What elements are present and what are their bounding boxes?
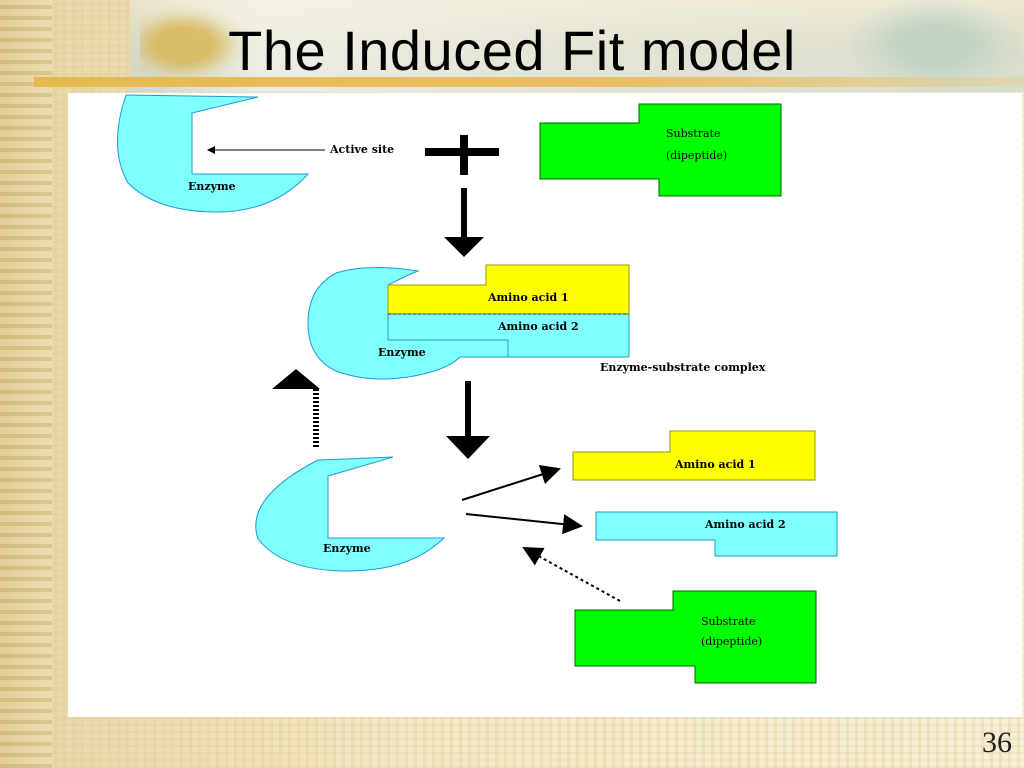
amino-acid-1-label-product: Amino acid 1 <box>674 458 756 471</box>
active-site-label: Active site <box>329 143 394 156</box>
substrate-shape-bottom <box>574 590 817 684</box>
arrow-to-amino-acid-1 <box>461 464 561 501</box>
dashed-arrow-up <box>272 369 320 449</box>
substrate-label-top-line1: Substrate <box>666 127 720 140</box>
substrate-label-bottom-line1: Substrate <box>701 615 755 628</box>
substrate-label-bottom-line2: (dipeptide) <box>701 635 762 648</box>
substrate-label-top-line2: (dipeptide) <box>666 149 727 162</box>
enzyme-shape-top <box>117 94 310 213</box>
enzyme-label-complex: Enzyme <box>378 346 426 359</box>
induced-fit-diagram: Enzyme Active site Substrate (dipeptide)… <box>117 94 838 684</box>
banner-leaf-decoration-right <box>850 0 1020 90</box>
page-number: 36 <box>982 726 1012 759</box>
amino-acid-2-label-product: Amino acid 2 <box>704 518 786 531</box>
enzyme-label-top: Enzyme <box>188 180 236 193</box>
arrow-to-amino-acid-2 <box>465 513 583 535</box>
diagram-panel: Enzyme Active site Substrate (dipeptide)… <box>68 93 1022 717</box>
plus-sign <box>425 135 499 175</box>
title-underline-bar <box>34 77 1024 87</box>
arrow-down-2 <box>446 381 490 459</box>
enzyme-label-bottom: Enzyme <box>323 542 371 555</box>
amino-acid-2-product <box>595 511 838 557</box>
amino-acid-1-product <box>572 430 816 481</box>
left-texture-strip <box>0 0 52 768</box>
enzyme-substrate-complex-label: Enzyme-substrate complex <box>600 361 766 374</box>
amino-acid-2-label-complex: Amino acid 2 <box>497 320 579 333</box>
arrow-down-1 <box>444 188 484 257</box>
dashed-arrow-substrate-return <box>522 547 621 602</box>
amino-acid-1-complex <box>387 264 630 315</box>
slide-title: The Induced Fit model <box>228 19 796 82</box>
substrate-shape-top <box>539 103 782 197</box>
amino-acid-1-label-complex: Amino acid 1 <box>487 291 569 304</box>
enzyme-shape-bottom <box>255 456 446 572</box>
banner-leaf-decoration <box>140 5 250 85</box>
